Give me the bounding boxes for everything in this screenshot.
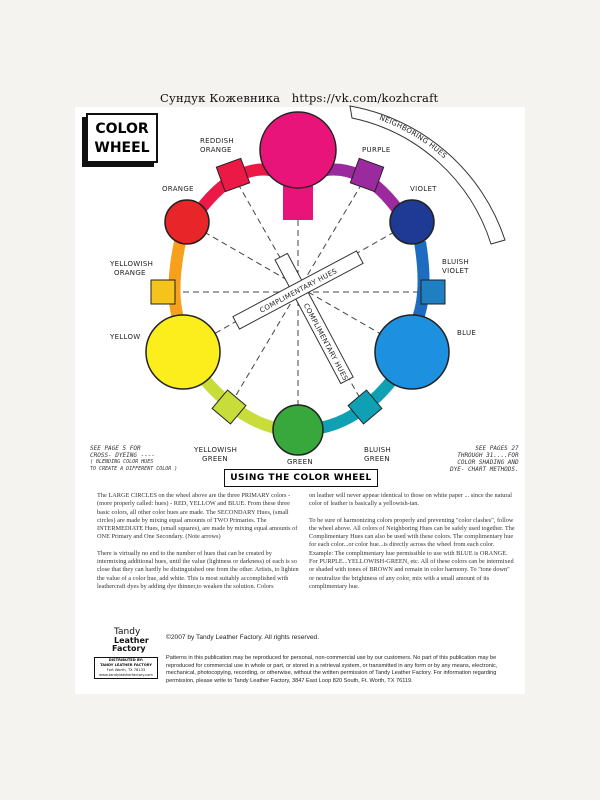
svg-text:REDDISH: REDDISH (200, 137, 234, 145)
svg-text:BLUISH: BLUISH (442, 258, 469, 266)
blue-circle (374, 314, 450, 390)
svg-text:COMPLIMENTARY HUES: COMPLIMENTARY HUES (302, 302, 350, 382)
legal-notice: Patterns in this publication may be repr… (166, 655, 498, 684)
orange-circle (164, 199, 210, 245)
note-line: COLOR SHADING AND (457, 459, 519, 466)
paragraph: There is virtually no end to the number … (97, 549, 299, 590)
watermark-text: Сундук Кожевника https://vk.com/kozhcraf… (160, 91, 439, 105)
note-line: ( BLENDING COLOR HUES (90, 459, 154, 465)
tandy-logo: Tandy Leather Factory (96, 628, 156, 656)
body-column-left: The LARGE CIRCLES on the wheel above are… (97, 492, 301, 599)
note-right: SEE PAGES 27 THROUGH 31....FOR COLOR SHA… (450, 445, 519, 473)
section-heading: USING THE COLOR WHEEL (224, 469, 378, 487)
note-left: SEE PAGE 5 FOR CROSS- DYEING ---- ( BLEN… (90, 445, 177, 473)
yellow-circle (145, 314, 221, 390)
note-line: THROUGH 31....FOR (457, 452, 519, 459)
body-column-right: on leather will never appear identical t… (309, 492, 515, 599)
svg-text:ORANGE: ORANGE (114, 269, 146, 277)
svg-text:ORANGE: ORANGE (162, 185, 194, 193)
svg-text:BLUE: BLUE (457, 329, 476, 337)
svg-text:YELLOWISH: YELLOWISH (193, 446, 237, 454)
svg-text:YELLOW: YELLOW (109, 333, 140, 341)
note-line: CROSS- DYEING ---- (90, 452, 156, 459)
svg-text:GREEN: GREEN (202, 455, 228, 463)
paragraph: on leather will never appear identical t… (309, 492, 512, 508)
svg-text:YELLOWISH: YELLOWISH (109, 260, 153, 268)
svg-text:BLUISH: BLUISH (364, 446, 391, 454)
yellowish-orange-square (150, 279, 176, 305)
page-title: COLOR WHEEL (86, 113, 158, 163)
paragraph: The LARGE CIRCLES on the wheel above are… (97, 492, 298, 541)
neighboring-hues-arc (349, 105, 506, 245)
paragraph: To be sure of harmonizing colors properl… (309, 516, 515, 590)
dist-line: TANDY LEATHER FACTORY (100, 663, 152, 667)
logo-text: Tandy (114, 627, 141, 637)
hue-labels: REDDISH ORANGE PURPLE ORANGE VIOLET YELL… (109, 137, 476, 466)
green-circle (272, 404, 324, 456)
logo-text: Leather (114, 636, 149, 645)
violet-circle (389, 199, 435, 245)
red-circle (259, 111, 337, 189)
bluish-violet-square (420, 279, 446, 305)
distributor-box: DISTRIBUTED BY: TANDY LEATHER FACTORY Fo… (94, 657, 158, 679)
note-line: SEE PAGES 27 (475, 445, 519, 452)
title-line-1: COLOR (95, 121, 149, 137)
svg-text:GREEN: GREEN (287, 458, 313, 466)
svg-text:VIOLET: VIOLET (410, 185, 437, 193)
note-line: SEE PAGE 5 FOR (90, 445, 141, 452)
reddish-orange-square (215, 157, 251, 193)
svg-text:ORANGE: ORANGE (200, 146, 232, 154)
dist-line: DISTRIBUTED BY: (108, 658, 144, 662)
svg-text:PURPLE: PURPLE (362, 146, 391, 154)
title-line-2: WHEEL (94, 140, 150, 156)
svg-text:VIOLET: VIOLET (442, 267, 469, 275)
svg-text:GREEN: GREEN (364, 455, 390, 463)
note-line: TO CREATE A DIFFERENT COLOR ) (90, 466, 178, 472)
note-line: DYE- CHART METHODS. (450, 466, 519, 473)
dist-line: www.tandyleatherfactory.com (99, 673, 153, 677)
dist-line: Fort Worth, TX 76133 (106, 668, 146, 672)
yellowish-green-square (211, 389, 247, 425)
copyright: ©2007 by Tandy Leather Factory. All righ… (166, 634, 320, 641)
purple-square (349, 157, 385, 193)
bluish-green-square (347, 389, 383, 425)
logo-text: Factory (112, 644, 146, 653)
